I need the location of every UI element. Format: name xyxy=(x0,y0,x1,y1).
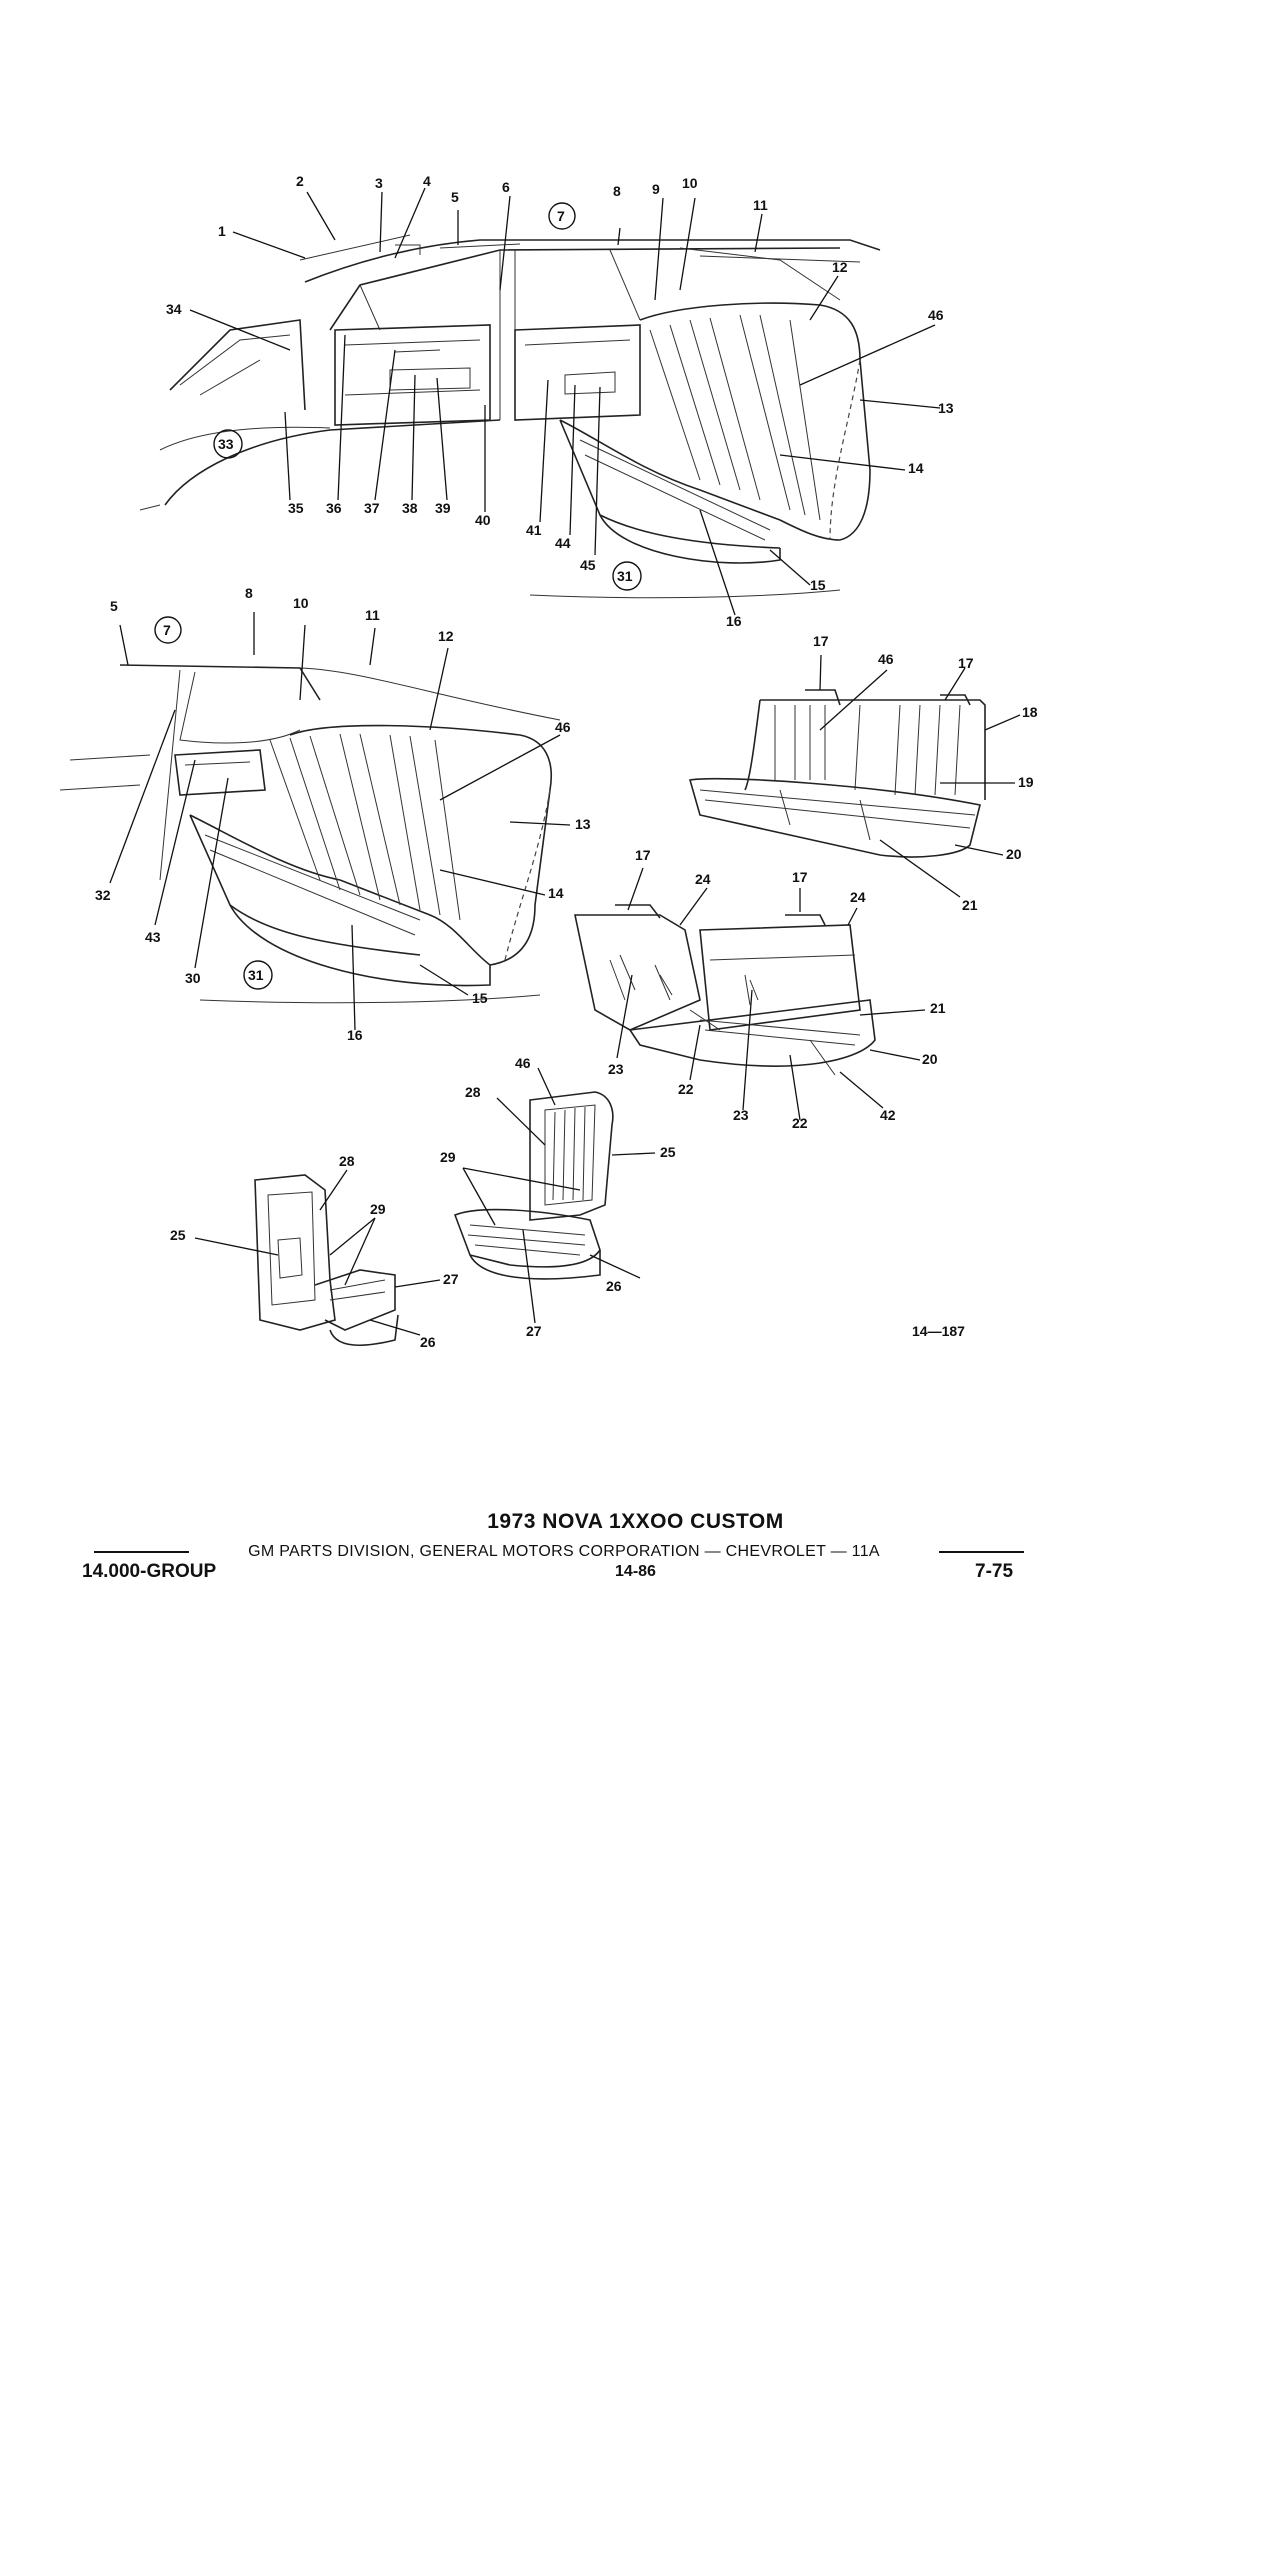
callout-24a: 24 xyxy=(695,871,711,887)
callout-8b: 8 xyxy=(245,585,253,601)
rear-seat-closeup-view xyxy=(59,664,561,1004)
callout-26a: 26 xyxy=(420,1334,436,1350)
callout-46: 46 xyxy=(928,307,944,323)
callout-45: 45 xyxy=(580,557,596,573)
interior-cutaway-view xyxy=(139,234,881,599)
callout-17c: 17 xyxy=(635,847,651,863)
callout-16b: 16 xyxy=(347,1027,363,1043)
callout-19: 19 xyxy=(1018,774,1034,790)
callout-27a: 27 xyxy=(443,1271,459,1287)
division-text: GM PARTS DIVISION, GENERAL MOTORS CORPOR… xyxy=(248,1543,880,1560)
callout-15: 15 xyxy=(810,577,826,593)
callout-38: 38 xyxy=(402,500,418,516)
callout-16: 16 xyxy=(726,613,742,629)
callout-22b: 22 xyxy=(792,1115,808,1131)
callout-2: 2 xyxy=(296,173,304,189)
callout-28b: 28 xyxy=(465,1084,481,1100)
callout-30: 30 xyxy=(185,970,201,986)
callout-7: 7 xyxy=(557,208,565,224)
callout-28a: 28 xyxy=(339,1153,355,1169)
page-number: 14-86 xyxy=(615,1563,656,1580)
revision-date: 7-75 xyxy=(975,1561,1014,1582)
callout-26b: 26 xyxy=(606,1278,622,1294)
callout-labels: 1 2 3 4 5 6 7 8 9 10 11 12 13 14 15 16 3… xyxy=(95,173,1038,1350)
right-rule xyxy=(939,1551,1024,1553)
bucket-seat-view xyxy=(254,1091,614,1346)
group-number: 14.000-GROUP xyxy=(82,1561,217,1582)
callout-35: 35 xyxy=(288,500,304,516)
callout-17d: 17 xyxy=(792,869,808,885)
callout-7b-circle xyxy=(154,616,182,644)
callout-31: 31 xyxy=(617,568,633,584)
callout-31b: 31 xyxy=(248,967,264,983)
callout-46d: 46 xyxy=(515,1055,531,1071)
callout-11: 11 xyxy=(753,197,768,213)
callout-12b: 12 xyxy=(438,628,454,644)
callout-39: 39 xyxy=(435,500,451,516)
callout-36: 36 xyxy=(326,500,342,516)
callout-13: 13 xyxy=(938,400,954,416)
callout-25a: 25 xyxy=(170,1227,186,1243)
middle-left-callout-leaders xyxy=(109,612,571,1031)
callout-9: 9 xyxy=(652,181,660,197)
callout-33-circle xyxy=(213,429,243,459)
figure-code: 14—187 xyxy=(912,1323,965,1339)
callout-15b: 15 xyxy=(472,990,488,1006)
callout-14: 14 xyxy=(908,460,924,476)
callout-43: 43 xyxy=(145,929,161,945)
callout-4: 4 xyxy=(423,173,431,189)
callout-11b: 11 xyxy=(365,607,380,623)
callout-24b: 24 xyxy=(850,889,866,905)
top-callout-leaders xyxy=(189,187,941,616)
callout-3: 3 xyxy=(375,175,383,191)
callout-46c: 46 xyxy=(878,651,894,667)
callout-40: 40 xyxy=(475,512,491,528)
callout-29a: 29 xyxy=(370,1201,386,1217)
callout-10b: 10 xyxy=(293,595,309,611)
callout-14b: 14 xyxy=(548,885,564,901)
callout-8: 8 xyxy=(613,183,621,199)
callout-13b: 13 xyxy=(575,816,591,832)
callout-44: 44 xyxy=(555,535,571,551)
callout-29b: 29 xyxy=(440,1149,456,1165)
callout-10: 10 xyxy=(682,175,698,191)
callout-46b: 46 xyxy=(555,719,571,735)
callout-32: 32 xyxy=(95,887,111,903)
division-line: GM PARTS DIVISION, GENERAL MOTORS CORPOR… xyxy=(94,1543,1024,1561)
callout-31-circle xyxy=(612,561,642,591)
callout-7b: 7 xyxy=(163,622,171,638)
callout-5: 5 xyxy=(451,189,459,205)
callout-12: 12 xyxy=(832,259,848,275)
callout-18: 18 xyxy=(1022,704,1038,720)
callout-34: 34 xyxy=(166,301,182,317)
callout-17b: 17 xyxy=(958,655,974,671)
left-rule xyxy=(94,1551,189,1553)
callout-42: 42 xyxy=(880,1107,896,1123)
callout-20b: 20 xyxy=(922,1051,938,1067)
callout-33: 33 xyxy=(218,436,234,452)
callout-5b: 5 xyxy=(110,598,118,614)
callout-6: 6 xyxy=(502,179,510,195)
callout-25b: 25 xyxy=(660,1144,676,1160)
middle-right-callout-leaders xyxy=(616,654,1021,1121)
callout-22a: 22 xyxy=(678,1081,694,1097)
callout-41: 41 xyxy=(526,522,542,538)
callout-37: 37 xyxy=(364,500,380,516)
callout-21a: 21 xyxy=(962,897,978,913)
catalog-title: 1973 NOVA 1XXOO CUSTOM xyxy=(487,1510,784,1533)
callout-17a: 17 xyxy=(813,633,829,649)
callout-7-circle xyxy=(548,202,576,230)
callout-23b: 23 xyxy=(733,1107,749,1123)
callout-23a: 23 xyxy=(608,1061,624,1077)
callout-20a: 20 xyxy=(1006,846,1022,862)
callout-21b: 21 xyxy=(930,1000,946,1016)
callout-31b-circle xyxy=(243,960,273,990)
callout-27b: 27 xyxy=(526,1323,542,1339)
bottom-callout-leaders xyxy=(194,1067,656,1336)
callout-1: 1 xyxy=(218,223,226,239)
bench-seat-view xyxy=(574,689,986,1076)
